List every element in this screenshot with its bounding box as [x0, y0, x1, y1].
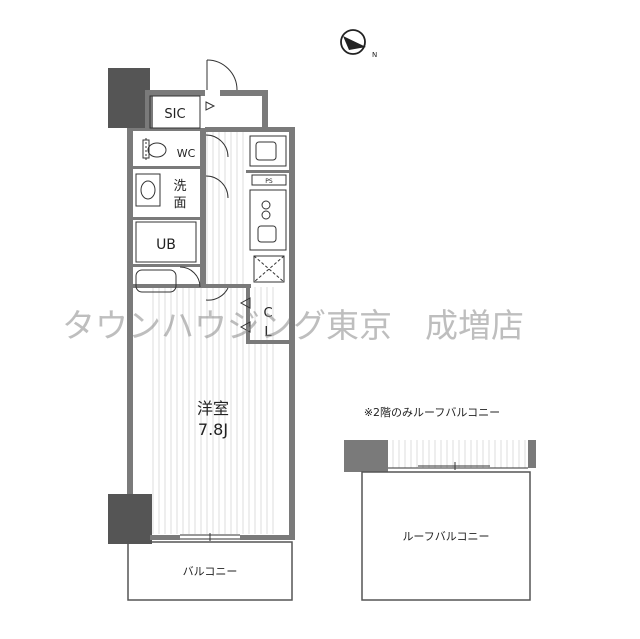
kitchen: PS — [249, 135, 287, 283]
closet-label-1: C — [263, 306, 272, 321]
sic-label: SIC — [164, 107, 185, 122]
wc-room: WC — [142, 134, 229, 162]
kitchen-sink-icon — [255, 141, 277, 161]
closet-door-arrow-icon — [239, 321, 251, 333]
stove-burner-icon — [261, 200, 271, 210]
balcony-window — [180, 533, 240, 541]
closet-door-arrow-icon — [239, 297, 251, 309]
main-unit-walls — [108, 68, 295, 544]
roof-balcony-note: ※2階のみルーフバルコニー — [364, 405, 500, 419]
washroom: 洗 面 — [135, 173, 229, 211]
toilet-icon — [147, 142, 167, 158]
bathtub-icon — [135, 269, 177, 293]
bath-label: UB — [156, 237, 176, 253]
north-letter: N — [372, 51, 377, 59]
roof-balcony-label: ルーフバルコニー — [402, 530, 489, 543]
wc-label: WC — [177, 147, 196, 160]
roof-balcony: ルーフバルコニー — [344, 440, 536, 601]
sic-door-arrow-icon — [205, 101, 216, 111]
closet-label-2: L — [264, 325, 272, 340]
corridor-floor — [206, 130, 248, 287]
bedroom-size: 7.8J — [198, 420, 228, 439]
bedroom-name: 洋室 — [197, 399, 229, 418]
north-compass-icon: N — [340, 29, 377, 59]
bedroom-floor — [152, 287, 274, 534]
closet: C L — [205, 287, 273, 340]
balcony: バルコニー — [127, 541, 293, 601]
unit-bath: UB — [135, 221, 201, 293]
sic-room: SIC — [149, 95, 216, 129]
ps-label: PS — [265, 178, 273, 185]
balcony-label: バルコニー — [183, 565, 238, 578]
sink-icon — [140, 180, 156, 200]
stove-burner-icon — [261, 210, 271, 220]
washroom-label-2: 面 — [173, 196, 186, 211]
watermark-text: タウンハウジング東京 成増店 — [62, 306, 524, 345]
entrance-door — [206, 59, 238, 91]
washroom-label-1: 洗 — [173, 179, 186, 194]
